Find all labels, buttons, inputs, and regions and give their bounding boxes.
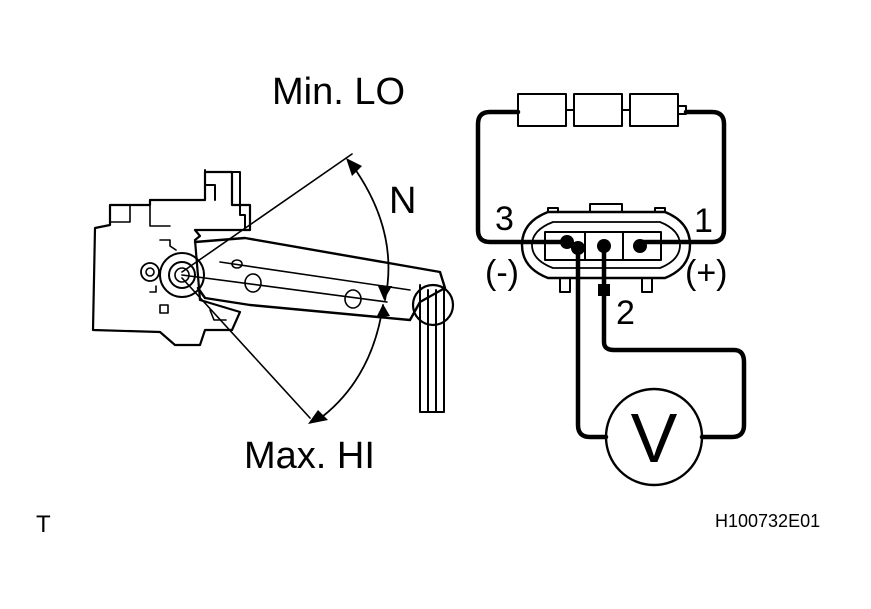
battery-cell-3 bbox=[629, 93, 679, 127]
neutral-line bbox=[181, 274, 388, 303]
min-lo-line bbox=[181, 153, 353, 273]
arrow-n-upper bbox=[378, 286, 392, 300]
sensor-body bbox=[91, 170, 252, 347]
wire-voltmeter-negative bbox=[575, 245, 609, 440]
lever-rib bbox=[219, 261, 411, 291]
voltmeter bbox=[604, 387, 704, 487]
positive-label: (+) bbox=[685, 254, 728, 292]
connector-feet bbox=[559, 277, 653, 293]
body-detail-2 bbox=[159, 239, 227, 321]
sensor-bracket bbox=[204, 169, 246, 229]
max-hi-line bbox=[181, 277, 311, 419]
lever-end-eye bbox=[411, 283, 455, 327]
battery-cell-1 bbox=[517, 93, 567, 127]
battery-cell-2 bbox=[573, 93, 623, 127]
terminal-3-label: 3 bbox=[495, 200, 514, 238]
max-hi-label: Max. HI bbox=[244, 435, 375, 477]
lever-hole-1 bbox=[231, 259, 243, 269]
pivot-bolt bbox=[174, 267, 190, 283]
probe-terminal-3 bbox=[560, 235, 574, 249]
pivot-hub bbox=[168, 261, 196, 289]
probe-terminal-1 bbox=[633, 239, 647, 253]
body-detail bbox=[149, 285, 169, 314]
wire-voltmeter-positive bbox=[601, 243, 747, 440]
connector-latch bbox=[547, 203, 666, 213]
terminal-2-label: 2 bbox=[616, 294, 635, 332]
mount-hole-inner bbox=[145, 267, 155, 277]
lever-arm bbox=[193, 236, 447, 322]
cavity-1 bbox=[622, 231, 662, 261]
connector-shell bbox=[520, 210, 692, 280]
wire-negative bbox=[475, 109, 570, 245]
terminal-2-marker bbox=[598, 284, 610, 296]
figure-code: H100732E01 bbox=[715, 511, 820, 531]
connector-inner-shell bbox=[531, 221, 681, 269]
link-rod bbox=[419, 284, 445, 413]
arc-lower bbox=[317, 304, 384, 421]
pivot-boss bbox=[159, 252, 205, 298]
sensor-assembly bbox=[91, 169, 455, 413]
arrow-min-lo bbox=[346, 158, 362, 176]
sweep-lines bbox=[181, 153, 392, 424]
terminal-1-label: 1 bbox=[694, 202, 713, 240]
corner-mark: T bbox=[36, 511, 51, 538]
sensor-tab bbox=[109, 204, 171, 227]
n-label: N bbox=[389, 180, 416, 222]
arc-upper bbox=[349, 161, 390, 301]
wire-positive bbox=[637, 109, 727, 245]
test-circuit: V bbox=[475, 93, 747, 487]
arrow-n-lower bbox=[376, 304, 390, 318]
mount-hole bbox=[140, 262, 160, 282]
negative-label: (-) bbox=[485, 254, 519, 292]
min-lo-label: Min. LO bbox=[272, 71, 405, 113]
arrow-max-hi bbox=[308, 410, 328, 424]
voltmeter-label: V bbox=[631, 399, 678, 477]
